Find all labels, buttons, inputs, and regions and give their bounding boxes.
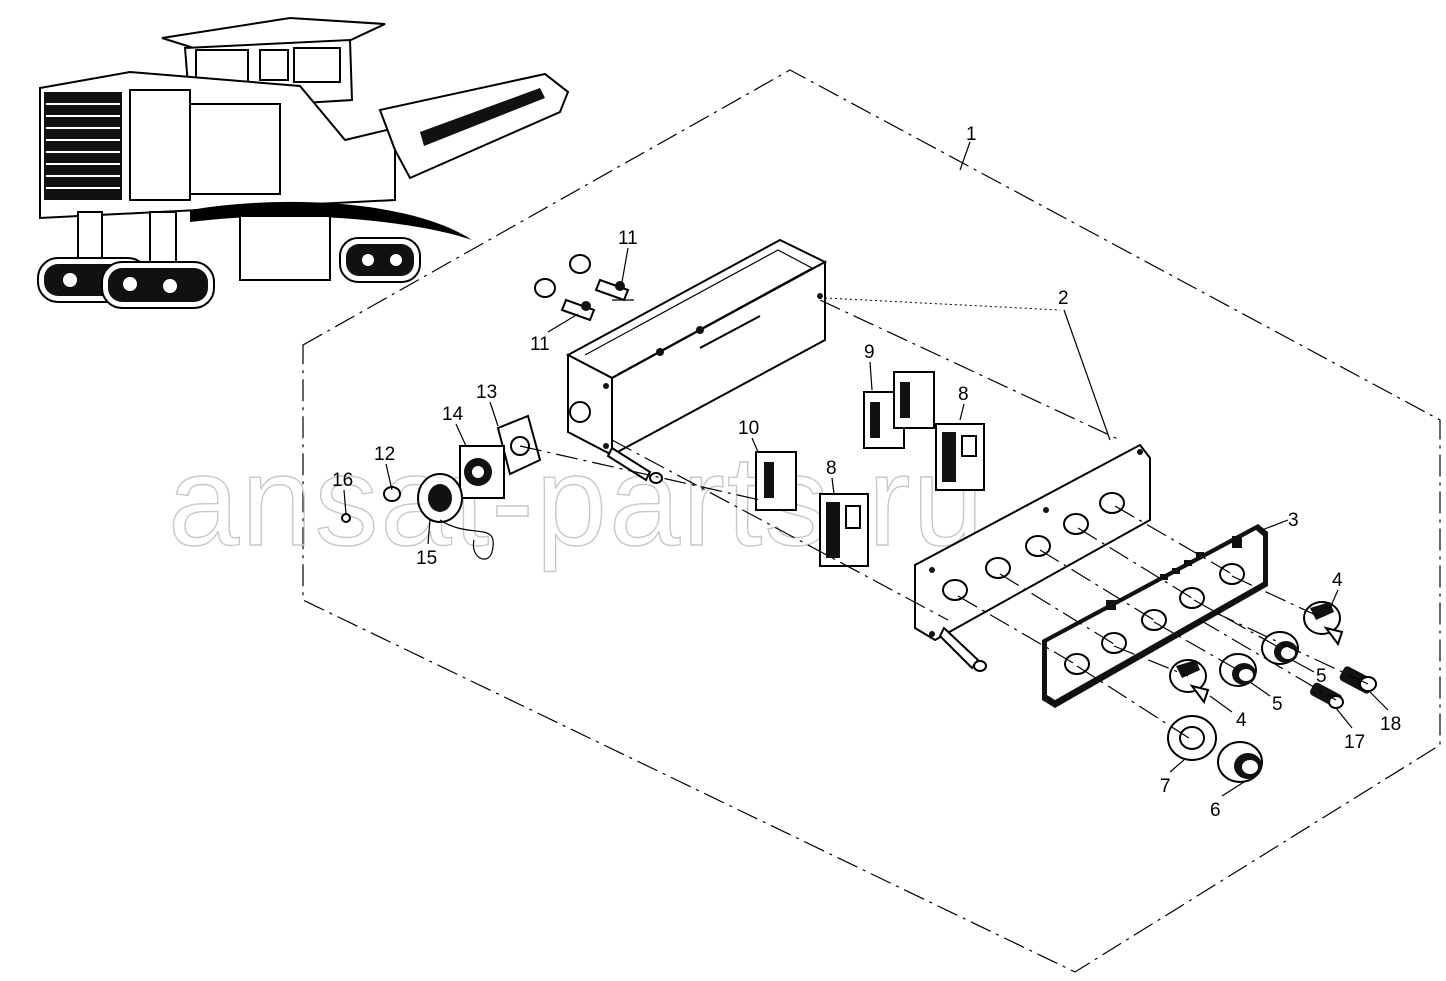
contact-block-10 (755, 451, 797, 511)
housing-box (565, 238, 828, 457)
callout-9: 9 (864, 342, 875, 363)
push-button-upper (1261, 631, 1299, 665)
connector-plate-13 (496, 414, 542, 476)
callout-5-upper: 5 (1316, 666, 1327, 687)
crawler-tracks (37, 237, 421, 309)
indicator-lamp (1217, 741, 1263, 783)
knob-12 (383, 486, 401, 502)
callout-8-upper: 8 (958, 384, 969, 405)
callout-7: 7 (1160, 776, 1171, 797)
callout-5-lower: 5 (1272, 694, 1283, 715)
contact-block-8-lower (819, 493, 869, 567)
callout-4-top: 4 (1332, 570, 1343, 591)
fittings-11 (534, 254, 630, 322)
callout-6: 6 (1210, 800, 1221, 821)
connector-17 (1309, 682, 1344, 709)
connector-18 (1339, 666, 1377, 694)
callout-8-lower: 8 (826, 458, 837, 479)
rotary-switch-top (1303, 601, 1344, 647)
callout-3: 3 (1288, 510, 1299, 531)
callout-14: 14 (442, 404, 464, 425)
callout-18: 18 (1380, 714, 1401, 735)
callout-10: 10 (738, 418, 759, 439)
machine-overview-illustration (37, 16, 570, 309)
plug-16 (341, 513, 351, 523)
rotary-switch-bottom (1169, 659, 1210, 705)
callout-1: 1 (966, 124, 977, 145)
gear-disc-15 (417, 473, 494, 560)
callout-4-bottom: 4 (1236, 710, 1247, 731)
callout-13: 13 (476, 382, 497, 403)
display-unit-14 (459, 445, 505, 499)
callout-12: 12 (374, 444, 395, 465)
callout-labels: 1 2 3 4 4 5 5 6 7 8 8 9 10 11 11 12 13 1… (332, 124, 1401, 821)
assembly-boundary (302, 69, 1441, 973)
callout-2: 2 (1058, 288, 1069, 309)
contact-block-8-upper (935, 423, 985, 491)
contact-block-9 (863, 371, 935, 449)
leader-lines (343, 141, 1389, 797)
push-button-lower (1219, 653, 1257, 687)
callout-15: 15 (416, 548, 437, 569)
ring-washer (1167, 715, 1217, 761)
callout-17: 17 (1344, 732, 1365, 753)
callout-11-bottom: 11 (530, 334, 550, 355)
decal-panel (1042, 524, 1268, 708)
callout-11-top: 11 (618, 228, 638, 249)
alignment-lines (519, 297, 1369, 741)
front-plate (914, 443, 1151, 642)
front-plate-holes (942, 492, 1125, 601)
callout-16: 16 (332, 470, 353, 491)
radiator-grille (44, 92, 122, 200)
screws (606, 446, 987, 672)
